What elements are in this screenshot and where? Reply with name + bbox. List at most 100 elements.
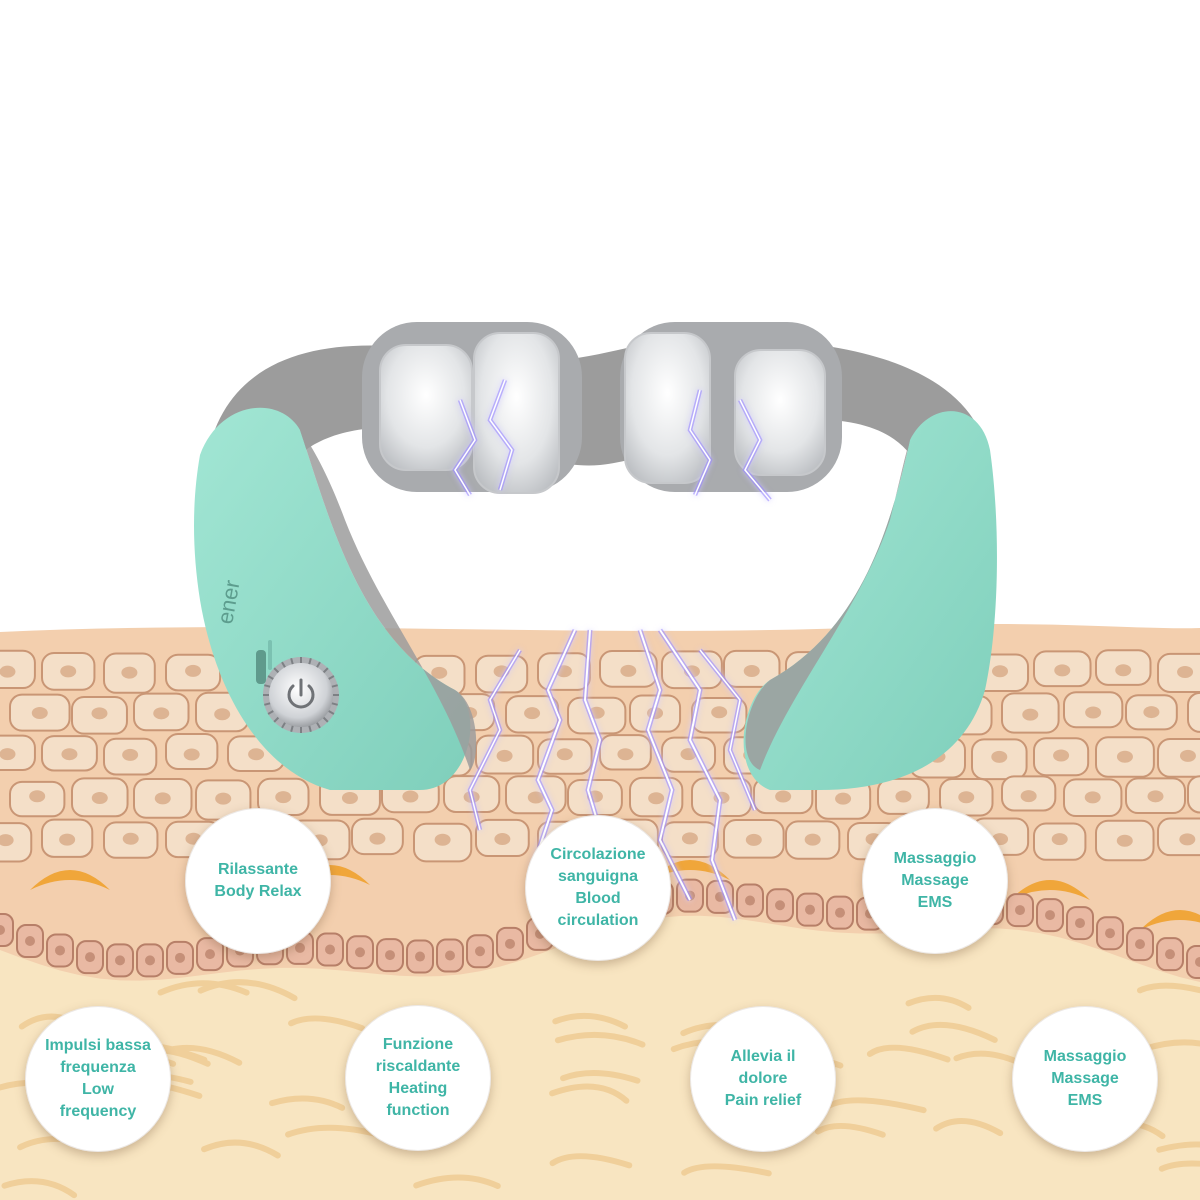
basal-nucleus	[835, 907, 845, 918]
skin-cell	[1187, 691, 1200, 733]
cell-nucleus	[804, 833, 821, 846]
badge-text-line: Pain relief	[724, 1092, 802, 1109]
cell-nucleus	[60, 665, 77, 678]
cell-nucleus	[1084, 791, 1101, 804]
cell-nucleus	[1179, 749, 1196, 762]
dermis-fiber	[909, 1021, 998, 1043]
dermis-fiber	[1156, 1141, 1200, 1157]
cell-nucleus	[524, 707, 541, 720]
spark-bolt	[469, 649, 521, 831]
left-arm-inner	[300, 430, 477, 770]
basal-nucleus	[745, 895, 755, 906]
cell-nucleus	[121, 666, 138, 679]
cell-nucleus	[494, 833, 511, 846]
basal-nucleus	[0, 925, 5, 935]
cell-nucleus	[1020, 790, 1037, 803]
cell-nucleus	[1116, 834, 1133, 847]
basal-nucleus	[1015, 905, 1025, 916]
basal-nucleus	[1195, 956, 1200, 967]
dial-tick	[322, 716, 329, 723]
basal-nucleus	[145, 955, 155, 966]
massage-pad	[473, 332, 560, 494]
dial-tick	[322, 667, 329, 674]
badge-text-line: Massage	[901, 872, 969, 889]
dial-tick	[328, 675, 335, 680]
cell-nucleus	[556, 748, 573, 761]
badge-text-line: Blood	[575, 890, 621, 907]
dermis-fiber	[1, 1178, 78, 1199]
basal-nucleus	[775, 900, 785, 911]
spark-bolt	[583, 629, 602, 831]
badge-text-line: Allevia il	[730, 1048, 796, 1065]
dial-tick	[328, 710, 335, 715]
cell-junction	[30, 870, 110, 890]
badge-text-line: Massaggio	[893, 850, 977, 867]
basal-nucleus	[385, 950, 395, 961]
dermis-fiber	[681, 1163, 772, 1177]
cell-nucleus	[835, 792, 852, 805]
basal-nucleus	[1135, 939, 1145, 950]
indicator-led	[268, 640, 272, 670]
right-arm	[743, 411, 997, 790]
cell-nucleus	[275, 791, 292, 804]
basal-nucleus	[115, 955, 125, 966]
dermis-fiber	[549, 1083, 630, 1104]
cell-nucleus	[0, 748, 16, 761]
dermis-fiber	[933, 1117, 1004, 1137]
basal-nucleus	[295, 942, 305, 953]
cell-nucleus	[617, 748, 634, 761]
cell-nucleus	[895, 790, 912, 803]
massage-pad	[379, 344, 473, 471]
basal-nucleus	[1045, 910, 1055, 921]
basal-nucleus	[85, 952, 95, 963]
dermis-fiber	[554, 1031, 646, 1048]
cell-nucleus	[496, 749, 513, 762]
basal-nucleus	[1105, 928, 1115, 939]
badge-text-line: EMS	[1067, 1092, 1103, 1109]
dial-tick	[308, 725, 312, 732]
badge-text-line: riscaldante	[375, 1058, 461, 1075]
badge-text-line: function	[386, 1102, 450, 1119]
dial-tick	[308, 658, 312, 665]
cell-nucleus	[648, 792, 665, 805]
cell-nucleus	[1085, 706, 1102, 719]
cell-nucleus	[91, 707, 108, 720]
badge-text-line: Impulsi bassa	[45, 1037, 151, 1054]
spark-bolt	[489, 379, 513, 491]
basal-nucleus	[355, 947, 365, 958]
dermis-fiber	[905, 994, 972, 1011]
neckband	[205, 337, 990, 480]
badge-text-line: frequenza	[60, 1059, 136, 1076]
right-arm-inner	[745, 440, 910, 770]
dial-tick	[290, 725, 294, 732]
dial-tick	[281, 661, 286, 668]
cell-nucleus	[185, 664, 202, 677]
basal-nucleus	[55, 945, 65, 956]
cell-nucleus	[1147, 790, 1164, 803]
dial-tick	[331, 702, 338, 706]
basal-cell	[1186, 944, 1200, 979]
badge-text-line: Massaggio	[1043, 1048, 1127, 1065]
dial-tick	[273, 716, 280, 723]
power-icon	[287, 684, 315, 709]
badge-text-line: frequency	[59, 1103, 137, 1120]
dermis-fiber	[866, 1044, 951, 1063]
cell-nucleus	[745, 833, 762, 846]
battery-indicator	[256, 650, 266, 684]
basal-nucleus	[505, 938, 515, 949]
cell-nucleus	[680, 748, 697, 761]
spark-bolt	[639, 629, 691, 901]
dermis-fiber	[814, 1122, 886, 1138]
badge-text-line: dolore	[738, 1070, 788, 1087]
basal-nucleus	[205, 949, 215, 960]
cell-junction	[1010, 880, 1090, 900]
cell-nucleus	[1022, 708, 1039, 721]
cell-nucleus	[743, 664, 760, 677]
cell-nucleus	[431, 666, 448, 679]
